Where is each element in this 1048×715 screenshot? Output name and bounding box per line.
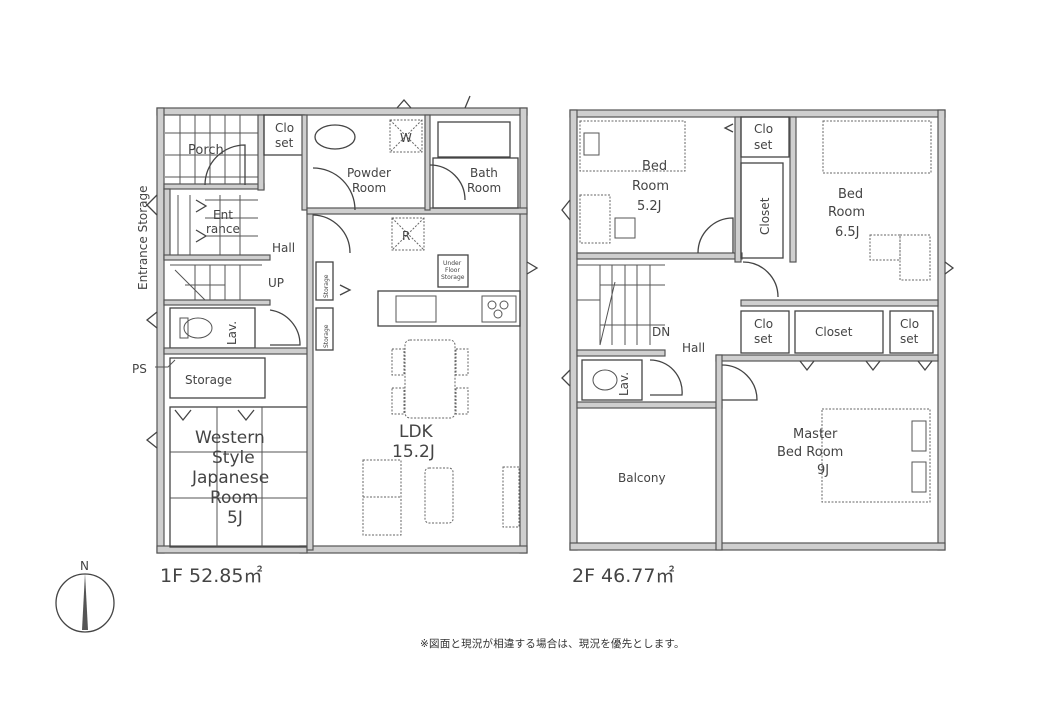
room-label-hall: Hall [682, 341, 705, 355]
room-label-closet: Closet [758, 197, 772, 235]
floor-2-area-label: 2F 46.77㎡ [572, 564, 674, 587]
stairs-down-label: DN [652, 325, 670, 339]
room-label-closet: Clo [275, 121, 294, 135]
room-label-closet: set [754, 138, 773, 152]
room-label-hall: Hall [272, 241, 295, 255]
room-label-western-room: Japanese [191, 468, 269, 488]
entrance-storage-label: Entrance Storage [136, 185, 150, 290]
room-label-closet: Closet [815, 325, 853, 339]
pipe-space-label: PS [132, 362, 147, 376]
room-label-western-room: Western [195, 428, 265, 448]
room-label-western-room: Style [212, 448, 255, 468]
room-label-entrance: rance [206, 222, 240, 236]
room-label-closet: Clo [900, 317, 919, 331]
balcony-label: Balcony [618, 471, 666, 485]
room-label-ldk: 15.2J [392, 442, 435, 462]
room-label-closet: Clo [754, 122, 773, 136]
room-label-master-bed-room: Bed Room [777, 445, 843, 460]
stairs-up-label: UP [268, 276, 284, 290]
room-label-bath-room: Room [467, 181, 501, 195]
north-label: N [80, 559, 89, 573]
floor-1-area-label: 1F 52.85㎡ [160, 564, 262, 587]
room-label-closet: set [275, 136, 294, 150]
room-label-powder-room: Room [352, 181, 386, 195]
floor-1-plan [145, 95, 539, 554]
room-label-closet: set [754, 332, 773, 346]
under-floor-storage-label: Under [443, 260, 462, 267]
room-label-closet: set [900, 332, 919, 346]
washer-label: W [400, 131, 412, 145]
room-label-bath-room: Bath [470, 166, 498, 180]
room-label-closet: Clo [754, 317, 773, 331]
room-label-lavatory: Lav. [225, 321, 239, 345]
room-label-bed-room: 5.2J [637, 199, 662, 214]
room-label-storage: Storage [323, 274, 330, 298]
room-label-master-bed-room: Master [793, 427, 838, 442]
room-label-bed-room: Bed [838, 187, 863, 202]
disclaimer-note: ※図面と現況が相違する場合は、現況を優先とします。 [420, 638, 685, 650]
room-label-storage: Storage [185, 373, 232, 387]
room-label-master-bed-room: 9J [817, 463, 829, 478]
room-label-western-room: 5J [227, 508, 243, 528]
room-label-storage: Storage [323, 324, 330, 348]
room-label-ldk: LDK [399, 422, 434, 442]
floor-1-labels: Porch Clo set Powder Room W Bath Room En… [132, 121, 501, 587]
floor-2-plan [561, 109, 955, 551]
under-floor-storage-label: Floor [445, 267, 460, 274]
room-label-porch: Porch [188, 143, 224, 158]
room-label-bed-room: 6.5J [835, 225, 860, 240]
room-label-western-room: Room [210, 488, 258, 508]
north-compass-icon: N [55, 559, 115, 633]
room-label-lavatory: Lav. [617, 372, 631, 396]
room-label-powder-room: Powder [347, 166, 391, 180]
floor-2-labels: Bed Room 5.2J Clo set Closet Bed Room 6.… [572, 122, 919, 587]
room-label-entrance: Ent [213, 208, 233, 222]
room-label-bed-room: Room [632, 179, 669, 194]
room-label-bed-room: Room [828, 205, 865, 220]
room-label-bed-room: Bed [642, 159, 667, 174]
refrigerator-label: R [402, 229, 410, 243]
under-floor-storage-label: Storage [441, 274, 465, 281]
